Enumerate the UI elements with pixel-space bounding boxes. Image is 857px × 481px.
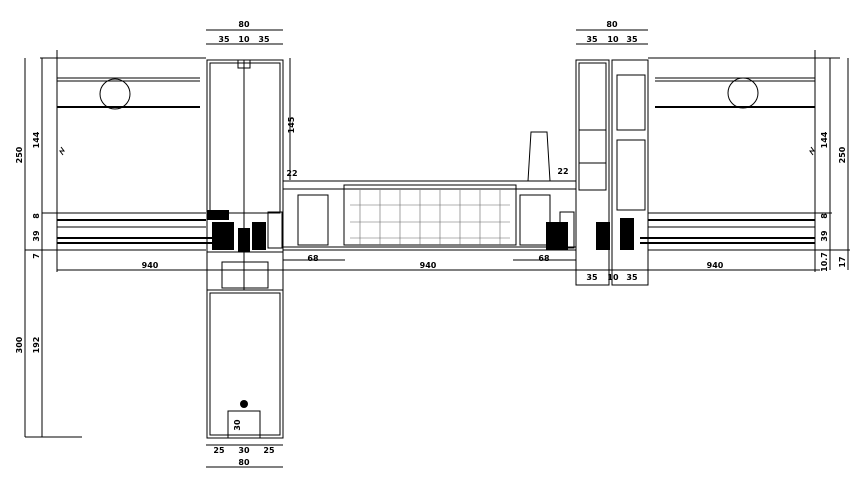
dim-right-transom-depth: 144 — [820, 131, 829, 148]
right-transom — [640, 50, 850, 272]
dim-left-offset: 7 — [32, 253, 41, 259]
right-mullion — [575, 59, 649, 286]
dim-left-gap: 8 — [32, 213, 41, 219]
dim-right-bottom-1: 35 — [586, 273, 598, 282]
dim-left-part-1: 35 — [218, 35, 230, 44]
dim-right-part-2: 10 — [607, 35, 619, 44]
dim-right-part-3: 35 — [626, 35, 638, 44]
dim-right-offset-b: 17 — [838, 256, 847, 267]
dim-right-gap: 8 — [820, 213, 829, 219]
dim-bottom-part-3: 25 — [263, 446, 275, 455]
dim-left-glass: 39 — [32, 230, 41, 242]
dim-left-overall-upper: 250 — [15, 146, 24, 163]
dim-right-overall: 250 — [838, 146, 847, 163]
dim-left-lower-depth: 192 — [32, 337, 41, 354]
dim-vent-width: 940 — [420, 261, 437, 270]
dim-left-part-3: 35 — [258, 35, 270, 44]
dim-left-transom-depth: 144 — [32, 131, 41, 148]
center-vent-window — [282, 131, 577, 251]
dim-right-mullion-width: 80 — [606, 20, 618, 29]
insulation-hatch — [350, 190, 510, 245]
left-mullion — [206, 59, 284, 439]
dim-left-part-2: 10 — [238, 35, 250, 44]
dim-right-offset-a: 10.7 — [820, 252, 829, 272]
dim-vent-right: 68 — [538, 254, 550, 263]
dim-bottom-part-1: 25 — [213, 446, 225, 455]
left-transom — [40, 50, 206, 272]
dim-right-part-1: 35 — [586, 35, 598, 44]
left-glass-panel — [25, 212, 220, 251]
dim-right-glass: 39 — [820, 230, 829, 242]
dim-bottom-part-2: 30 — [238, 446, 250, 455]
dim-frame-right: 22 — [557, 167, 568, 176]
dim-right-bottom-3: 35 — [626, 273, 638, 282]
dimension-lines — [24, 29, 849, 468]
dim-left-width: 940 — [142, 261, 159, 270]
dim-left-mullion-width: 80 — [238, 20, 250, 29]
dim-left-mullion-depth: 145 — [287, 116, 296, 133]
transom-tube-circle — [99, 78, 131, 110]
dim-slot: 30 — [233, 419, 242, 431]
dim-frame-left: 22 — [286, 169, 297, 178]
dim-vent-left: 68 — [307, 254, 319, 263]
dim-right-bottom-2: 10 — [607, 273, 619, 282]
dim-left-overall-lower: 300 — [15, 336, 24, 353]
handle-icon — [527, 131, 551, 182]
dim-bottom-total: 80 — [238, 458, 250, 467]
dim-right-width: 940 — [707, 261, 724, 270]
